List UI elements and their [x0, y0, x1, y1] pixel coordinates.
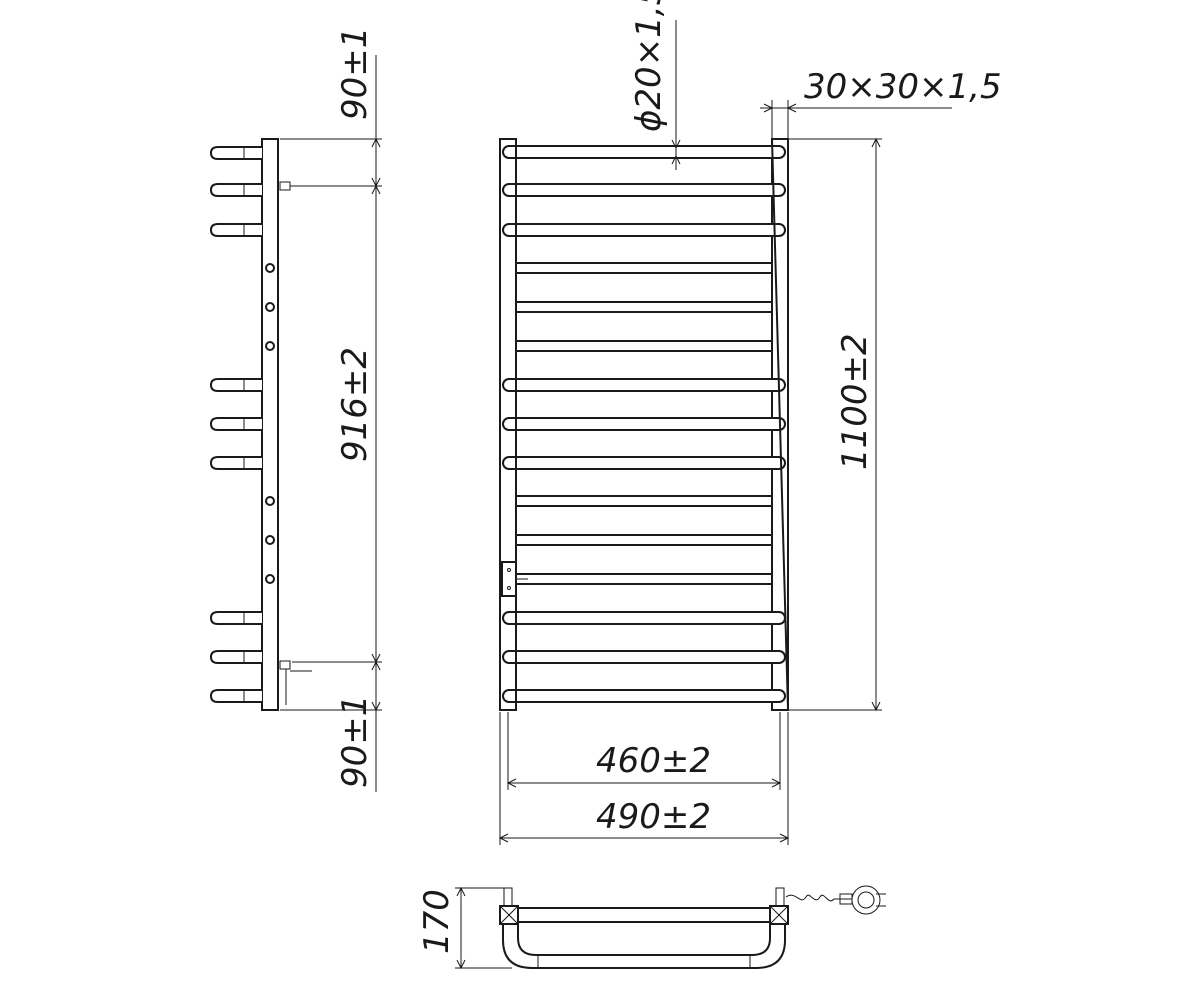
- side-rung: [209, 611, 262, 625]
- side-rung: [209, 689, 262, 703]
- front-view: ϕ20×1,5 30×30×1,5 1100±2 460±2 490±2: [498, 0, 1002, 845]
- top-u-outer: [502, 922, 786, 969]
- side-fitting: [265, 302, 275, 312]
- front-rung-round: [502, 689, 786, 703]
- front-rung-round: [502, 650, 786, 664]
- heater-plug-icon: [839, 885, 886, 915]
- side-rung: [209, 650, 262, 664]
- dim-top-offset: 90±1: [335, 27, 375, 120]
- side-fittings: [265, 263, 275, 584]
- dim-frame-profile: 30×30×1,5: [804, 67, 1002, 107]
- dim-depth: 170: [417, 889, 457, 954]
- side-fitting: [265, 263, 275, 273]
- side-rung: [209, 223, 262, 237]
- dim-mount-span: 916±2: [335, 347, 375, 462]
- heater-cable: [785, 894, 852, 902]
- side-rung: [209, 456, 262, 470]
- side-rung: [209, 417, 262, 431]
- front-rung-round: [502, 611, 786, 625]
- front-rung-flat: [515, 495, 773, 507]
- front-heater-box: [501, 561, 528, 597]
- side-rung: [209, 378, 262, 392]
- front-rung-flat: [515, 301, 773, 313]
- top-view: 170: [417, 885, 886, 970]
- side-rungs: [209, 146, 262, 703]
- dim-total-height: 1100±2: [835, 333, 875, 470]
- front-rungs: [502, 138, 789, 711]
- dim-inner-width: 460±2: [596, 741, 711, 781]
- side-fitting: [265, 341, 275, 351]
- top-crossbar: [517, 907, 771, 923]
- top-right-block: [769, 887, 789, 925]
- front-rung-flat: [515, 573, 773, 585]
- side-rung: [209, 183, 262, 197]
- top-u-inner: [517, 922, 771, 956]
- front-rung-flat: [515, 262, 773, 274]
- top-left-block: [499, 887, 519, 925]
- front-rung-round: [502, 223, 786, 237]
- side-view: 90±1 916±2 90±1: [209, 27, 382, 792]
- front-rung-round: [502, 417, 786, 431]
- side-rung: [209, 146, 262, 160]
- front-rung-round: [502, 456, 786, 470]
- front-rung-flat: [515, 534, 773, 546]
- dim-outer-width: 490±2: [596, 797, 711, 837]
- dim-pipe-diameter: ϕ20×1,5: [629, 0, 669, 132]
- side-heater-connector-bottom: [279, 660, 312, 705]
- side-fitting: [265, 496, 275, 506]
- side-fitting: [265, 574, 275, 584]
- side-fitting: [265, 535, 275, 545]
- front-rung-round: [502, 378, 786, 392]
- front-rung-flat: [515, 340, 773, 352]
- side-frame-bar: [261, 138, 279, 711]
- dim-bottom-offset: 90±1: [335, 695, 375, 788]
- front-rung-round: [502, 183, 786, 197]
- front-rung-round: [502, 145, 786, 159]
